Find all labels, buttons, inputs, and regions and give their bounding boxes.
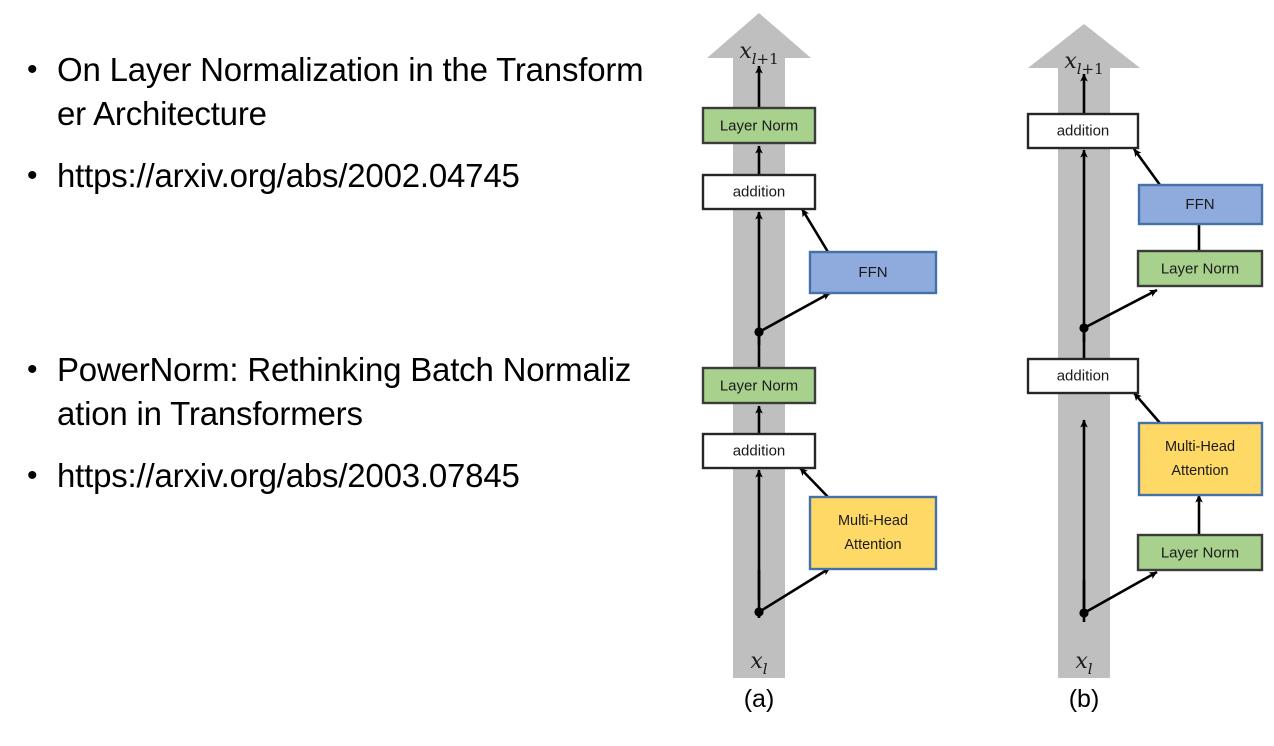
b-branch-to-ln-attn — [1083, 570, 1158, 615]
a-addition-top-label: addition — [733, 183, 786, 200]
a-attention-label-line1: Multi-Head — [838, 513, 908, 529]
panel-b-caption: (b) — [1069, 685, 1100, 713]
b-addition-bottom[interactable]: addition — [1026, 357, 1140, 395]
paper-title-powernorm: PowerNorm: Rethinking Batch Normalizatio… — [57, 351, 632, 432]
a-ffn-label: FFN — [858, 264, 887, 281]
b-layer-norm-ffn[interactable]: Layer Norm — [1136, 249, 1264, 288]
a-addition-bottom[interactable]: addition — [701, 432, 817, 470]
panel-a-caption: (a) — [744, 685, 775, 713]
a-branch-to-ffn — [758, 291, 831, 334]
panel-a: Layer Norm addition FFN Layer Norm addit… — [701, 13, 938, 713]
bullets-column: • On Layer Normalization in the Transfor… — [24, 48, 644, 516]
b-addition-bottom-label: addition — [1057, 367, 1110, 384]
a-layer-norm-bottom-label: Layer Norm — [720, 377, 798, 394]
b-addition-top-label: addition — [1057, 122, 1110, 139]
b-attention-to-addition — [1133, 392, 1161, 424]
a-output-label: xl+1 — [739, 39, 778, 68]
a-attention-label-line2: Attention — [844, 537, 901, 553]
b-output-label: xl+1 — [1064, 49, 1103, 78]
a-addition-bottom-label: addition — [733, 442, 786, 459]
list-item: • PowerNorm: Rethinking Batch Normalizat… — [24, 348, 644, 436]
a-layer-norm-bottom[interactable]: Layer Norm — [701, 366, 817, 405]
b-input-label: xl — [1075, 649, 1092, 678]
a-addition-top[interactable]: addition — [701, 173, 817, 211]
b-branch-dot-mid — [1079, 323, 1089, 333]
b-attention-label-line1: Multi-Head — [1165, 439, 1235, 455]
b-attention[interactable]: Multi-Head Attention — [1137, 421, 1264, 497]
a-attention-to-addition — [799, 467, 829, 498]
a-layer-norm-top-label: Layer Norm — [720, 117, 798, 134]
a-ffn[interactable]: FFN — [808, 250, 938, 295]
paper-url-layernorm[interactable]: https://arxiv.org/abs/2002.04745 — [57, 157, 520, 194]
b-layer-norm-attn-label: Layer Norm — [1161, 544, 1239, 561]
b-attention-label-line2: Attention — [1171, 463, 1228, 479]
a-branch-dot-bottom — [754, 607, 764, 617]
b-layer-norm-ffn-label: Layer Norm — [1161, 260, 1239, 277]
panel-b: addition FFN Layer Norm addition Multi-H… — [1026, 24, 1264, 713]
transformer-architecture-diagram: Layer Norm addition FFN Layer Norm addit… — [660, 0, 1274, 746]
bullet-glyph-icon: • — [27, 53, 38, 86]
a-layer-norm-top[interactable]: Layer Norm — [701, 106, 817, 145]
a-branch-to-attention — [758, 566, 831, 614]
list-item: • https://arxiv.org/abs/2003.07845 — [24, 454, 644, 498]
a-attention[interactable]: Multi-Head Attention — [808, 495, 938, 571]
bullet-glyph-icon: • — [27, 353, 38, 386]
bullet-glyph-icon: • — [27, 159, 38, 192]
b-layer-norm-attn[interactable]: Layer Norm — [1136, 533, 1264, 572]
b-ffn-to-addition — [1132, 148, 1162, 186]
bullet-group-1: • On Layer Normalization in the Transfor… — [24, 48, 644, 216]
paper-title-layernorm: On Layer Normalization in the Transforme… — [57, 51, 644, 132]
paper-url-powernorm[interactable]: https://arxiv.org/abs/2003.07845 — [57, 457, 520, 494]
list-item: • https://arxiv.org/abs/2002.04745 — [24, 154, 644, 198]
b-branch-dot-bottom — [1079, 608, 1089, 618]
b-branch-to-ln-ffn — [1083, 288, 1158, 330]
bullet-group-2: • PowerNorm: Rethinking Batch Normalizat… — [24, 348, 644, 516]
a-ffn-to-addition — [800, 208, 830, 253]
a-branch-dot-mid — [754, 327, 764, 337]
list-item: • On Layer Normalization in the Transfor… — [24, 48, 644, 136]
b-ffn-label: FFN — [1185, 196, 1214, 213]
a-input-label: xl — [750, 649, 767, 678]
bullet-glyph-icon: • — [27, 459, 38, 492]
b-addition-top[interactable]: addition — [1026, 112, 1140, 150]
b-ffn[interactable]: FFN — [1137, 183, 1264, 226]
